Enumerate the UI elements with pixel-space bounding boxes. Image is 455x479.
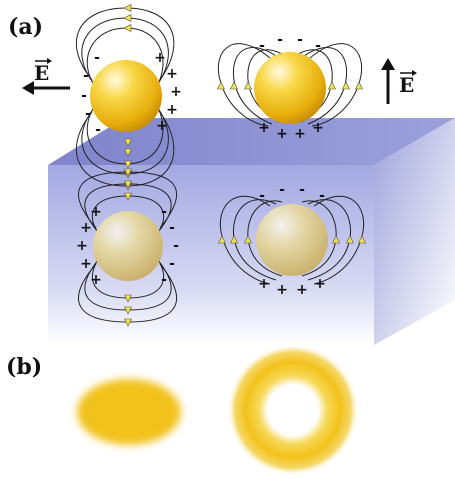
svg-text:+: +: [258, 120, 270, 136]
svg-text:-: -: [83, 68, 89, 84]
arrow-up-icon: [381, 58, 395, 104]
dipole-vertical-embedded: - - - - + + + +: [218, 182, 366, 298]
field-lines: [218, 43, 362, 127]
svg-text:-: -: [94, 50, 100, 66]
panel-label-b: (b): [6, 354, 42, 380]
svg-text:+: +: [170, 84, 182, 100]
svg-text:-: -: [81, 88, 87, 104]
svg-text:-: -: [259, 188, 265, 204]
arrow-left-icon: [22, 81, 70, 95]
svg-text:+: +: [80, 256, 92, 272]
dipole-horizontal-top: - - - - - + + + + +: [75, 4, 182, 191]
svg-text:-: -: [297, 32, 303, 48]
panel-b-patterns: [77, 344, 359, 476]
svg-text:+: +: [76, 238, 88, 254]
svg-text:+: +: [314, 276, 326, 292]
svg-text:-: -: [169, 220, 175, 236]
svg-text:+: +: [156, 118, 168, 134]
svg-text:+: +: [276, 282, 288, 298]
svg-text:+: +: [294, 126, 306, 142]
svg-text:-: -: [315, 38, 321, 54]
svg-text:+: +: [312, 120, 324, 136]
svg-text:+: +: [90, 204, 102, 220]
svg-text:+: +: [80, 220, 92, 236]
vector-bar-right-tip: [412, 70, 417, 76]
panel-label-a: (a): [8, 14, 43, 40]
gold-nanosphere: [90, 60, 162, 132]
substrate-top-face: [48, 118, 455, 165]
svg-text:+: +: [258, 276, 270, 292]
gold-nanosphere: [254, 52, 326, 124]
donut-pattern: [227, 344, 359, 476]
svg-text:-: -: [319, 188, 325, 204]
svg-text:+: +: [166, 66, 178, 82]
svg-text:-: -: [279, 182, 285, 198]
svg-text:+: +: [276, 126, 288, 142]
svg-text:-: -: [161, 272, 167, 288]
svg-text:-: -: [173, 238, 179, 254]
svg-text:-: -: [95, 122, 101, 138]
svg-text:+: +: [154, 50, 166, 66]
substrate-side-face: [374, 118, 455, 345]
dipole-horizontal-embedded: + + + + + - - - - -: [76, 168, 179, 327]
field-label-left: E: [34, 61, 49, 85]
svg-text:-: -: [161, 204, 167, 220]
svg-text:+: +: [90, 272, 102, 288]
svg-text:+: +: [296, 282, 308, 298]
svg-text:-: -: [277, 32, 283, 48]
svg-text:+: +: [166, 102, 178, 118]
svg-text:-: -: [299, 182, 305, 198]
svg-text:-: -: [259, 38, 265, 54]
embedded-nanosphere: [256, 204, 328, 276]
dipole-vertical-top: - - - - + + + +: [217, 32, 363, 142]
svg-text:-: -: [169, 256, 175, 272]
embedded-nanosphere: [93, 211, 163, 281]
dipole-lobe-pattern: [77, 379, 181, 445]
svg-text:-: -: [85, 106, 91, 122]
vector-bar-left-tip: [47, 58, 52, 64]
field-label-right: E: [399, 73, 414, 97]
